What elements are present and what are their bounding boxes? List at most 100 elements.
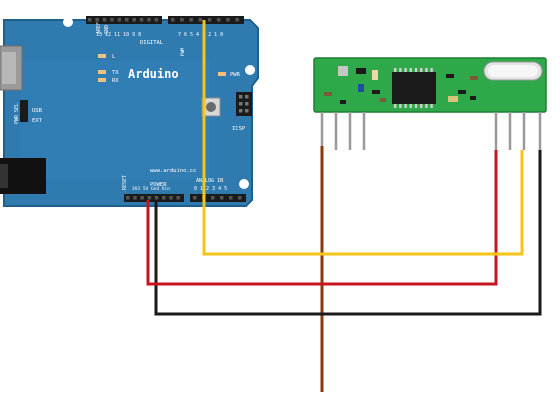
header-pin-hole	[95, 18, 99, 22]
smd-component	[372, 70, 378, 80]
module-pins-right	[494, 112, 542, 150]
ic-leg	[394, 68, 397, 72]
ic-leg	[430, 104, 433, 108]
pwr-sel-label: PWR SEL	[14, 103, 20, 124]
analog-pin-numbers: 0 1 2 3 4 5	[194, 186, 227, 192]
reset-label: RESET	[122, 175, 128, 190]
header-pin-hole	[220, 196, 224, 200]
ic-leg	[414, 104, 418, 108]
smd-component	[470, 96, 476, 100]
bottom-header-pins	[126, 196, 242, 200]
smd-component	[470, 76, 478, 80]
ic-leg	[420, 104, 423, 108]
rf-receiver-module	[313, 57, 547, 150]
pwr-sel-jumper	[20, 100, 28, 122]
led-l	[98, 54, 106, 58]
digital-header-pins	[171, 18, 239, 22]
header-pin-hole	[110, 18, 114, 22]
header-pin-hole	[211, 196, 215, 200]
led-tx	[98, 70, 106, 74]
header-pin-hole	[217, 18, 221, 22]
dc-jack-inner	[0, 164, 8, 188]
digital-header-pins	[88, 18, 159, 22]
led-rx	[98, 78, 106, 82]
top-numbers-left: 13 12 11 10 9 8	[96, 32, 141, 38]
inductor-coil	[338, 66, 348, 76]
pcb-shade	[20, 60, 210, 180]
rx-label: RX	[112, 78, 119, 84]
header-pin-hole	[198, 18, 203, 22]
digital-header-right	[168, 16, 244, 24]
digital-header-left	[86, 16, 162, 24]
icsp-header	[236, 92, 252, 116]
ic-leg	[425, 104, 428, 108]
wires	[146, 20, 542, 392]
ic-leg	[404, 104, 407, 108]
header-pin-hole	[102, 18, 107, 22]
header-pin-hole	[162, 196, 166, 200]
crystal-shine	[488, 65, 538, 77]
header-pin-hole	[226, 18, 230, 22]
header-pin-hole	[133, 196, 137, 200]
power-header	[124, 194, 184, 202]
ext-label: EXT	[32, 118, 43, 124]
smd-component	[372, 90, 380, 94]
header-pin-hole	[126, 196, 130, 200]
header-pin-hole	[171, 18, 175, 22]
top-numbers-right: 7 6 5 4 3 2 1 0	[178, 32, 223, 38]
header-pin-hole	[154, 18, 159, 22]
ic-leg	[404, 68, 407, 72]
arduino-logo-text: Arduino	[128, 67, 179, 81]
arduino-pcb	[3, 19, 259, 207]
header-pin-hole	[238, 196, 242, 200]
header-pin-hole	[132, 18, 136, 22]
digital-label: DIGITAL	[140, 40, 164, 46]
ic-leg	[430, 68, 433, 72]
mount-hole	[239, 179, 249, 189]
smd-component	[446, 74, 454, 78]
arduino-board: Arduino www.arduino.cc DIGITAL 13 12 11 …	[0, 16, 259, 207]
mount-hole	[245, 65, 255, 75]
ic-leg	[399, 68, 402, 72]
header-pin-hole	[176, 196, 180, 200]
led-pwr	[218, 72, 226, 76]
power-label: POWER	[150, 182, 167, 188]
arduino-url: www.arduino.cc	[150, 168, 196, 174]
l-label: L	[112, 54, 116, 60]
header-pin-hole	[207, 18, 212, 22]
smd-component	[356, 68, 366, 74]
header-pin-hole	[235, 18, 239, 22]
header-pin-hole	[88, 18, 92, 22]
icsp-pin	[245, 102, 249, 106]
pwm-label: PWM	[180, 48, 186, 56]
black-gnd-wire	[154, 150, 542, 316]
receiver-ic	[392, 72, 436, 104]
header-pin-hole	[193, 196, 197, 200]
header-pin-hole	[147, 18, 151, 22]
header-pin-hole	[180, 18, 184, 22]
ic-leg	[425, 68, 428, 72]
icsp-pin	[239, 95, 243, 99]
icsp-pin	[245, 109, 249, 113]
ic-leg	[409, 68, 412, 72]
smd-component	[340, 100, 346, 104]
mount-hole	[63, 17, 73, 27]
icsp-pin	[245, 95, 249, 99]
header-pin-hole	[189, 18, 193, 22]
smd-component	[458, 90, 466, 94]
header-pin-hole	[117, 18, 122, 22]
icsp-pin	[239, 109, 243, 113]
red-5v-wire	[146, 150, 498, 286]
smd-component	[324, 92, 332, 96]
ic-leg	[420, 68, 423, 72]
ic-leg	[394, 104, 397, 108]
ic-legs	[394, 68, 433, 108]
analog-label: ANALOG IN	[196, 178, 223, 184]
tx-label: TX	[112, 70, 119, 76]
header-pin-hole	[125, 18, 129, 22]
header-pin-hole	[229, 196, 233, 200]
ic-leg	[409, 104, 412, 108]
header-pin-hole	[140, 196, 144, 200]
smd-component	[380, 98, 386, 102]
